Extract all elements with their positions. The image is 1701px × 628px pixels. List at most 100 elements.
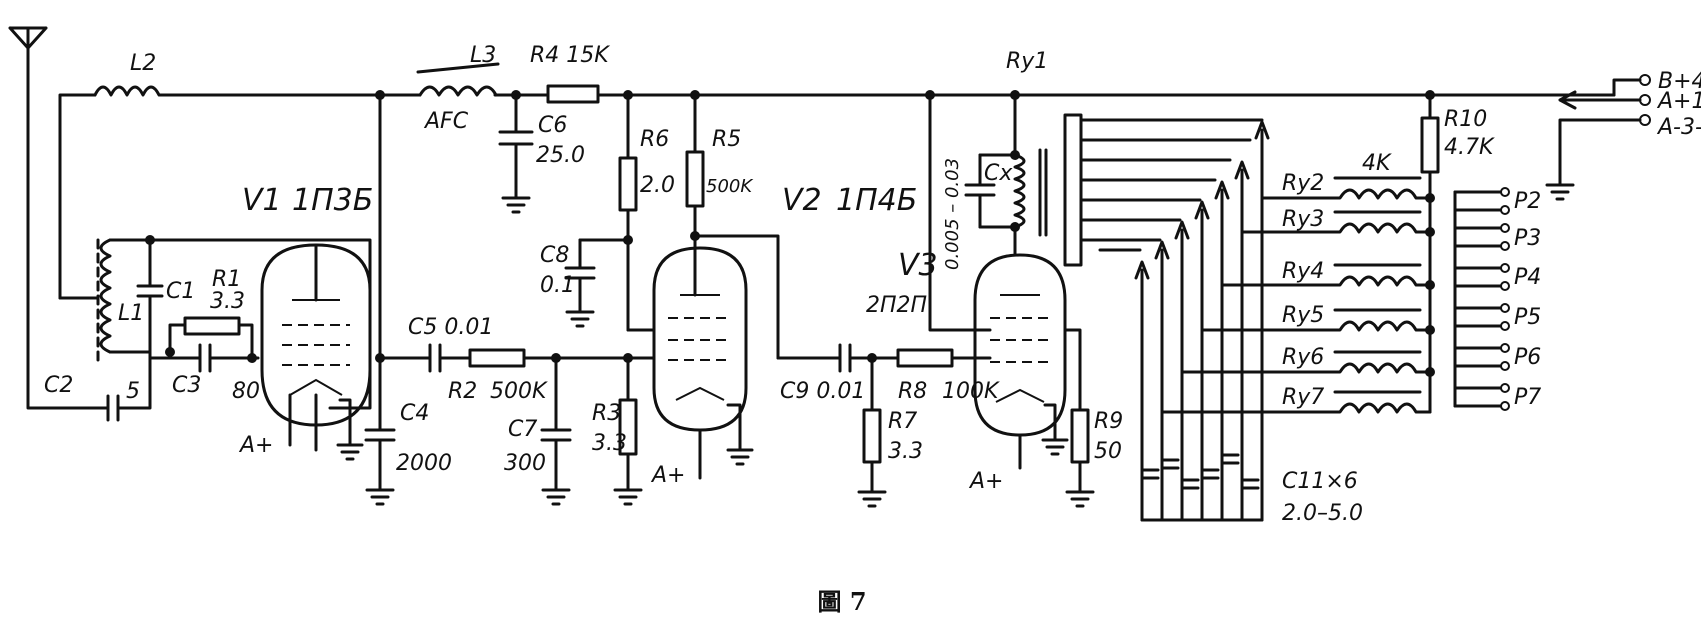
- resistor-r4: [546, 84, 600, 104]
- resistor-r6: [618, 156, 638, 212]
- label-r8-value: 100K: [942, 379, 1000, 404]
- label-c8-value: 0.1: [540, 273, 575, 298]
- junctions: [145, 90, 1435, 363]
- label-r4: R4 15K: [530, 43, 610, 68]
- label-r10: R10: [1444, 107, 1487, 132]
- label-v1-tube: 1П3Б: [292, 183, 373, 218]
- tube-v2: [598, 234, 780, 480]
- capacitor-c8: [564, 238, 596, 314]
- label-r5: R5: [712, 127, 741, 152]
- label-ry2-value: 4K: [1362, 151, 1392, 176]
- label-c7: C7: [508, 417, 537, 442]
- capacitor-c1: [136, 238, 164, 354]
- label-v3: V3: [898, 248, 938, 283]
- label-r7-value: 3.3: [888, 439, 923, 464]
- label-a-minus: A-3-: [1656, 115, 1701, 140]
- relay-coils: [1160, 176, 1435, 414]
- label-r7: R7: [888, 409, 917, 434]
- label-v1: V1: [242, 183, 282, 218]
- label-p4: P4: [1514, 265, 1541, 290]
- label-cx-range: 0.005 – 0.03: [942, 158, 963, 270]
- label-r10-value: 4.7K: [1444, 135, 1495, 160]
- label-c9: C9 0.01: [780, 379, 865, 404]
- coil-l3: [418, 85, 498, 97]
- label-cx: Cx: [984, 161, 1013, 186]
- label-r6-value: 2.0: [640, 173, 675, 198]
- label-v3-tube: 2П2П: [866, 293, 927, 318]
- label-c3: C3: [172, 373, 201, 398]
- figure-caption: 圖 7: [817, 587, 866, 616]
- label-ry5: Ry5: [1282, 303, 1324, 328]
- label-c4: C4: [400, 401, 429, 426]
- capacitor-c7: [540, 356, 572, 492]
- label-ry3: Ry3: [1282, 207, 1324, 232]
- label-p6: P6: [1514, 345, 1541, 370]
- label-p3: P3: [1514, 226, 1541, 251]
- label-l3: L3: [470, 43, 496, 68]
- label-v2: V2: [782, 183, 822, 218]
- coil-l1: [96, 238, 152, 362]
- capacitor-c4: [364, 356, 396, 492]
- label-c5: C5 0.01: [408, 315, 493, 340]
- tube-v1: [260, 243, 372, 461]
- capacitor-c6: [498, 93, 534, 214]
- label-r1: R1: [212, 267, 241, 292]
- label-c8: C8: [540, 243, 569, 268]
- resistor-r2: [468, 348, 526, 368]
- label-a-plus-3: A+: [968, 469, 1003, 494]
- label-c6: C6: [538, 113, 567, 138]
- label-c11-value: 2.0–5.0: [1282, 501, 1363, 526]
- label-c3-value: 80: [232, 379, 260, 404]
- label-r3-value: 3.3: [592, 431, 627, 456]
- reed-bank: [1063, 113, 1264, 267]
- label-r3: R3: [592, 401, 621, 426]
- label-l2: L2: [130, 51, 156, 76]
- label-c6-value: 25.0: [536, 143, 585, 168]
- label-p7: P7: [1514, 385, 1541, 410]
- capacitor-c9: [830, 343, 900, 373]
- label-c2: C2: [44, 373, 73, 398]
- label-r2: R2: [448, 379, 477, 404]
- label-r8: R8: [898, 379, 927, 404]
- label-ry1: Ry1: [1006, 49, 1048, 74]
- label-c2-value: 5: [126, 379, 140, 404]
- label-a-plus-15: A+1.5: [1656, 89, 1701, 114]
- capacitor-c5: [418, 343, 472, 373]
- b-plus-rail: [58, 93, 1616, 300]
- label-ry4: Ry4: [1282, 259, 1324, 284]
- label-p5: P5: [1514, 305, 1541, 330]
- label-r2-value: 500K: [490, 379, 548, 404]
- power-terminals: [1545, 74, 1651, 201]
- coil-l2: [93, 85, 161, 97]
- resistor-r9: [1070, 408, 1090, 464]
- antenna: [8, 26, 92, 410]
- resistor-r5: [685, 150, 705, 208]
- label-r6: R6: [640, 127, 669, 152]
- label-l1: L1: [118, 301, 144, 326]
- resistor-r8: [896, 348, 954, 368]
- label-afc: AFC: [423, 109, 469, 134]
- label-v2-tube: 1П4Б: [836, 183, 917, 218]
- tube-v3: [973, 253, 1082, 470]
- resistor-r1: [183, 316, 241, 336]
- label-c1: C1: [166, 279, 195, 304]
- label-a-plus-1: A+: [238, 433, 273, 458]
- reed-contacts: [1134, 120, 1270, 522]
- resistor-r7: [862, 408, 882, 464]
- label-r5-value: 500K: [706, 176, 753, 197]
- label-r9: R9: [1094, 409, 1123, 434]
- label-ry6: Ry6: [1282, 345, 1324, 370]
- label-c4-value: 2000: [396, 451, 452, 476]
- label-ry2: Ry2: [1282, 171, 1324, 196]
- label-a-plus-2: A+: [650, 463, 685, 488]
- capacitor-c3: [148, 343, 260, 373]
- label-r9-value: 50: [1094, 439, 1122, 464]
- capacitor-bank-c11: [1140, 453, 1264, 522]
- resistor-r10: [1420, 116, 1440, 174]
- label-p2: P2: [1514, 189, 1541, 214]
- capacitor-cx: [964, 153, 996, 229]
- label-b-plus-45: B+45: [1658, 69, 1701, 94]
- label-ry7: Ry7: [1282, 385, 1324, 410]
- label-c7-value: 300: [504, 451, 546, 476]
